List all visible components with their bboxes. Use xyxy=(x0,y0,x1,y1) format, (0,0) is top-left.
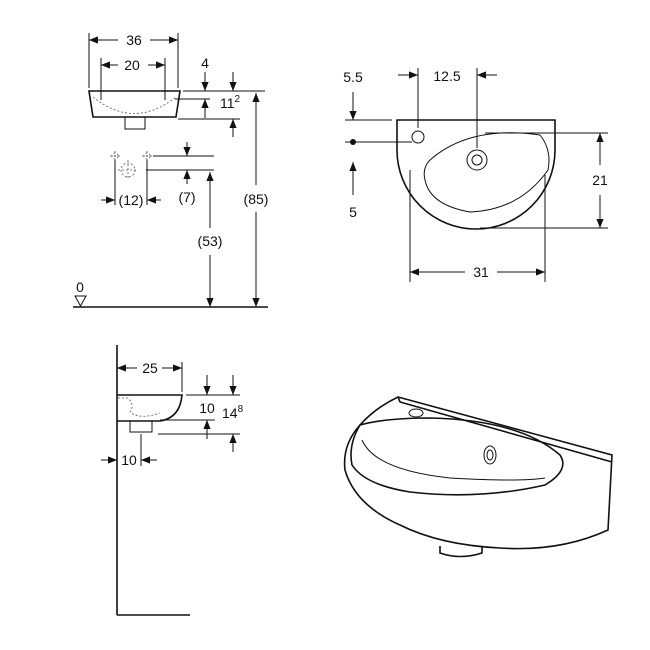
drain-hole-icon xyxy=(118,160,138,180)
dim-depth: 112 xyxy=(220,94,241,111)
dim-width: 36 xyxy=(126,32,142,48)
tap-hole-left-icon xyxy=(110,151,120,161)
tap-center-dot xyxy=(350,139,356,145)
drain-stub xyxy=(439,546,483,558)
dim-tap-offset-bottom: 5 xyxy=(349,204,357,220)
dim-rim-height: (85) xyxy=(244,191,269,207)
basin-top-outline xyxy=(396,119,556,230)
level-triangle-icon xyxy=(74,295,87,308)
dim-hole-spacing: (12) xyxy=(119,192,144,208)
side-view: 25 10 148 10 xyxy=(101,345,244,616)
floor-level-label: 0 xyxy=(76,279,84,295)
bowl-rim xyxy=(350,417,564,496)
front-view: 36 20 4 112 (7) (12) (53) (85) xyxy=(73,32,269,308)
isometric-view xyxy=(343,396,613,558)
dim-drain-height: (53) xyxy=(198,233,223,249)
dim-tap-offset-side: 5.5 xyxy=(343,69,363,85)
dim-tap-offset-center: 12.5 xyxy=(433,68,460,84)
top-view: 5.5 5 12.5 21 31 xyxy=(343,68,608,282)
bowl-outline xyxy=(423,132,550,213)
dim-projection: 25 xyxy=(142,360,158,376)
dim-rim-offset: 4 xyxy=(201,55,209,71)
dim-tap-spacing: 20 xyxy=(124,57,140,73)
drain xyxy=(466,149,488,171)
drain-stub xyxy=(129,421,153,433)
dim-width: 31 xyxy=(473,264,489,280)
drain-stub xyxy=(124,116,146,130)
tap-hole xyxy=(408,408,424,418)
dim-depth: 21 xyxy=(592,172,608,188)
tap-hole-right-icon xyxy=(142,151,152,161)
dim-bowl-height: 10 xyxy=(199,400,215,416)
dim-overall-height: 148 xyxy=(222,404,244,421)
tap-hole xyxy=(411,130,425,144)
bowl-hidden-line xyxy=(92,96,177,114)
basin-side-outline xyxy=(117,394,183,422)
dim-hole-offset: (7) xyxy=(178,189,195,205)
dim-drain-offset: 10 xyxy=(121,452,137,468)
basin-front-outline xyxy=(88,90,181,118)
overflow-hole xyxy=(483,445,497,465)
